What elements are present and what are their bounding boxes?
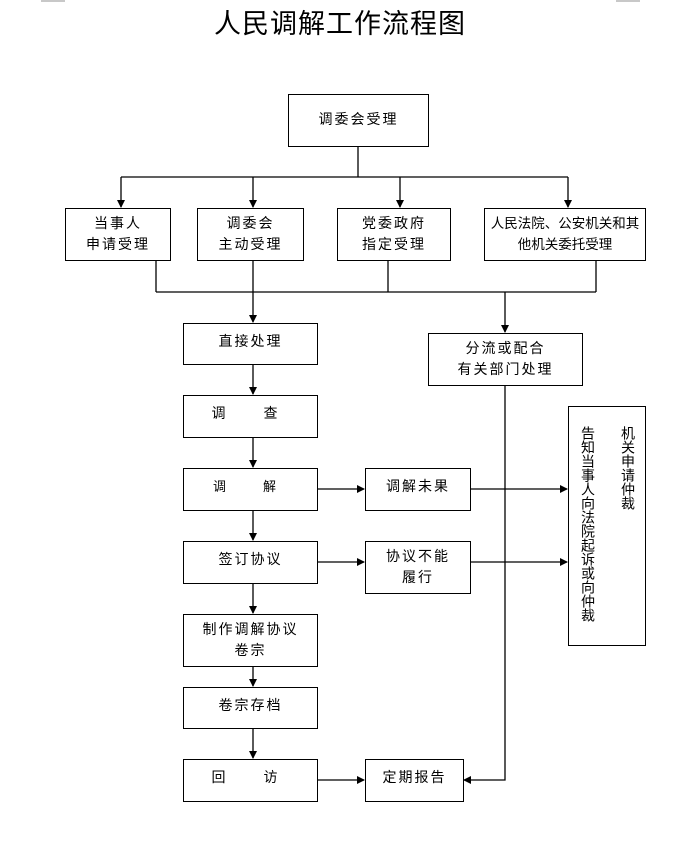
page-title: 人民调解工作流程图 [214,9,466,40]
page-corner-mark-right [616,0,640,2]
edge-divert-report [463,385,506,784]
node-committee-initiative: 调委会 主动受理 [197,208,304,261]
node-revisit: 回 访 [183,759,318,802]
node-court-line1: 人民法院、公安机关和其 [490,215,640,232]
node-make-file-line2: 卷宗 [234,642,267,659]
page-corner-mark-left [41,0,65,2]
node-divert-line1: 分流或配合 [465,340,546,357]
node-report-label: 定期报告 [382,770,447,786]
node-party-line2: 申请受理 [86,236,150,253]
node-party-gov-line2: 指定受理 [362,236,426,253]
node-mediate-failed: 调解未果 [365,468,471,511]
node-direct: 直接处理 [183,323,318,365]
node-court-line2: 他机关委托受理 [517,236,613,253]
node-accept: 调委会受理 [288,94,429,147]
node-not-fulfilled-line1: 协议不能 [386,548,450,565]
node-archive-label: 卷宗存档 [218,698,283,714]
node-mediate-failed-label: 调解未果 [386,479,450,495]
node-investigate: 调 查 [183,395,318,438]
node-lawsuit-label: 告知当事人向法院起诉或向仲裁机关申请仲裁 [579,426,635,622]
node-party-line1: 当事人 [94,215,142,232]
node-mediate-label: 调 解 [212,480,288,495]
node-make-file-line1: 制作调解协议 [202,621,299,638]
node-party-gov-line1: 党委政府 [362,215,426,232]
node-direct-label: 直接处理 [218,334,283,350]
node-mediate: 调 解 [183,468,318,511]
node-committee-line1: 调委会 [226,215,275,232]
node-court-entrusted: 人民法院、公安机关和其 他机关委托受理 [484,208,646,261]
node-make-file: 制作调解协议 卷宗 [183,614,318,667]
node-revisit-label: 回 访 [211,770,290,786]
node-party-gov-assigned: 党委政府 指定受理 [337,208,451,261]
node-lawsuit-or-arbitration: 告知当事人向法院起诉或向仲裁机关申请仲裁 [568,406,646,646]
node-party-apply: 当事人 申请受理 [65,208,171,261]
node-archive: 卷宗存档 [183,687,318,729]
node-not-fulfilled-line2: 履行 [402,569,434,586]
node-divert: 分流或配合 有关部门处理 [428,333,583,386]
node-investigate-label: 调 查 [211,406,290,422]
node-accept-label: 调委会受理 [318,112,399,128]
node-not-fulfilled: 协议不能 履行 [365,541,471,594]
node-report: 定期报告 [365,759,464,802]
node-sign-label: 签订协议 [218,552,283,568]
node-committee-line2: 主动受理 [218,236,283,253]
node-divert-line2: 有关部门处理 [457,361,554,378]
node-sign: 签订协议 [183,541,318,584]
